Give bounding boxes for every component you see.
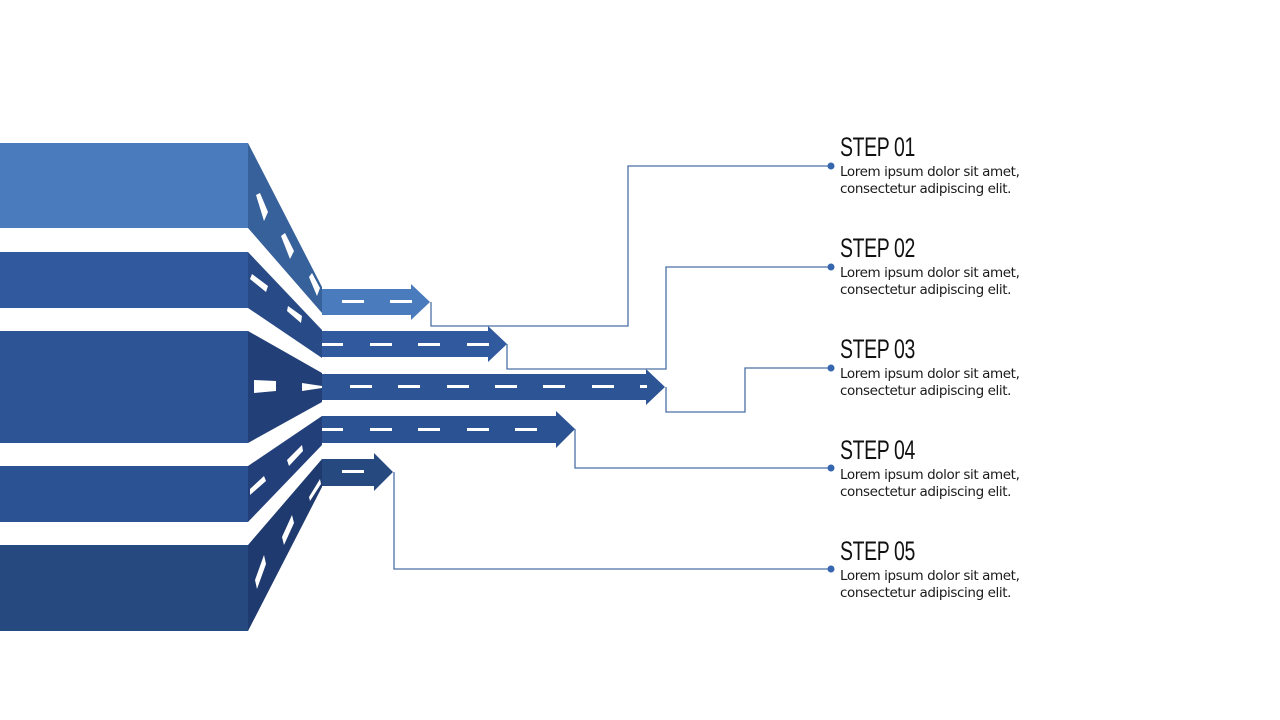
- arrow-dash: [515, 428, 537, 431]
- arrow-road-4: [322, 411, 575, 448]
- arrow-dash: [350, 385, 372, 388]
- arrow-lane-dashes: [322, 300, 647, 473]
- step-description-line: consectetur adipiscing elit.: [840, 585, 1012, 601]
- road-band-2: [0, 252, 248, 308]
- side-dash: [309, 479, 321, 501]
- connector-line-5: [393, 472, 830, 570]
- step-description: Lorem ipsum dolor sit amet, consectetur …: [840, 568, 1140, 602]
- step-item-2: STEP 02 Lorem ipsum dolor sit amet, cons…: [840, 234, 1140, 299]
- connector-dot-3: [827, 364, 835, 372]
- step-description-line: consectetur adipiscing elit.: [840, 181, 1012, 197]
- arrow-dash: [543, 385, 565, 388]
- step-title: STEP 04: [840, 435, 915, 465]
- arrow-dash: [322, 343, 343, 346]
- arrow-dash: [370, 343, 392, 346]
- step-title: STEP 01: [840, 132, 915, 162]
- arrow-dash: [592, 385, 614, 388]
- road-band-5: [0, 545, 248, 631]
- step-description-line: consectetur adipiscing elit.: [840, 383, 1012, 399]
- connector-line-1: [430, 165, 830, 327]
- side-dash: [302, 383, 322, 391]
- side-dash: [255, 555, 266, 589]
- arrow-dash: [322, 428, 343, 431]
- side-dash: [254, 380, 276, 393]
- step-description-line: Lorem ipsum dolor sit amet,: [840, 467, 1020, 483]
- connector-dots: [827, 162, 835, 573]
- side-dash: [287, 306, 302, 323]
- arrow-dash: [342, 470, 364, 473]
- side-lane-dashes: [250, 193, 322, 589]
- step-description-line: Lorem ipsum dolor sit amet,: [840, 568, 1020, 584]
- arrow-road-3: [322, 369, 665, 405]
- connector-dot-2: [827, 263, 835, 271]
- road-bands: [0, 143, 248, 631]
- arrow-road-2: [322, 326, 507, 362]
- arrow-road-1: [322, 284, 430, 320]
- arrow-dash: [370, 428, 392, 431]
- step-item-4: STEP 04 Lorem ipsum dolor sit amet, cons…: [840, 436, 1140, 501]
- arrow-dash: [398, 385, 420, 388]
- step-title: STEP 05: [840, 536, 915, 566]
- arrow-dash: [447, 385, 469, 388]
- connector-dot-5: [827, 565, 835, 573]
- arrow-dash: [342, 300, 364, 303]
- step-description-line: Lorem ipsum dolor sit amet,: [840, 265, 1020, 281]
- connector-line-4: [574, 429, 830, 469]
- arrow-dash: [467, 428, 489, 431]
- arrow-dash: [467, 343, 489, 346]
- side-dash: [250, 274, 268, 292]
- arrow-roads: [322, 284, 665, 491]
- step-item-1: STEP 01 Lorem ipsum dolor sit amet, cons…: [840, 133, 1140, 198]
- connector-line-3: [665, 367, 830, 413]
- arrow-dash: [390, 300, 412, 303]
- side-dash: [281, 233, 294, 259]
- road-side-1: [248, 143, 322, 313]
- connector-lines: [393, 165, 830, 570]
- step-description: Lorem ipsum dolor sit amet, consectetur …: [840, 467, 1140, 501]
- connector-dot-4: [827, 464, 835, 472]
- road-side-faces: [248, 143, 322, 631]
- road-band-3: [0, 331, 248, 443]
- side-dash: [250, 476, 266, 495]
- step-description: Lorem ipsum dolor sit amet, consectetur …: [840, 366, 1140, 400]
- connector-dot-1: [827, 162, 835, 170]
- step-item-3: STEP 03 Lorem ipsum dolor sit amet, cons…: [840, 335, 1140, 400]
- step-description-line: Lorem ipsum dolor sit amet,: [840, 164, 1020, 180]
- arrow-dash: [640, 385, 647, 388]
- road-side-4: [248, 416, 322, 522]
- side-dash: [287, 445, 303, 466]
- side-dash: [282, 515, 294, 545]
- step-description: Lorem ipsum dolor sit amet, consectetur …: [840, 265, 1140, 299]
- step-description: Lorem ipsum dolor sit amet, consectetur …: [840, 164, 1140, 198]
- arrow-dash: [418, 343, 440, 346]
- arrow-dash: [418, 428, 440, 431]
- road-band-1: [0, 143, 248, 228]
- connector-line-2: [506, 266, 830, 370]
- step-description-line: Lorem ipsum dolor sit amet,: [840, 366, 1020, 382]
- step-item-5: STEP 05 Lorem ipsum dolor sit amet, cons…: [840, 537, 1140, 602]
- road-side-3: [248, 331, 322, 443]
- road-side-2: [248, 252, 322, 358]
- road-band-4: [0, 466, 248, 522]
- side-dash: [256, 193, 268, 221]
- step-title: STEP 02: [840, 233, 915, 263]
- arrow-dash: [495, 385, 517, 388]
- road-side-5: [248, 459, 322, 631]
- side-dash: [309, 273, 320, 296]
- step-description-line: consectetur adipiscing elit.: [840, 282, 1012, 298]
- step-description-line: consectetur adipiscing elit.: [840, 484, 1012, 500]
- step-title: STEP 03: [840, 334, 915, 364]
